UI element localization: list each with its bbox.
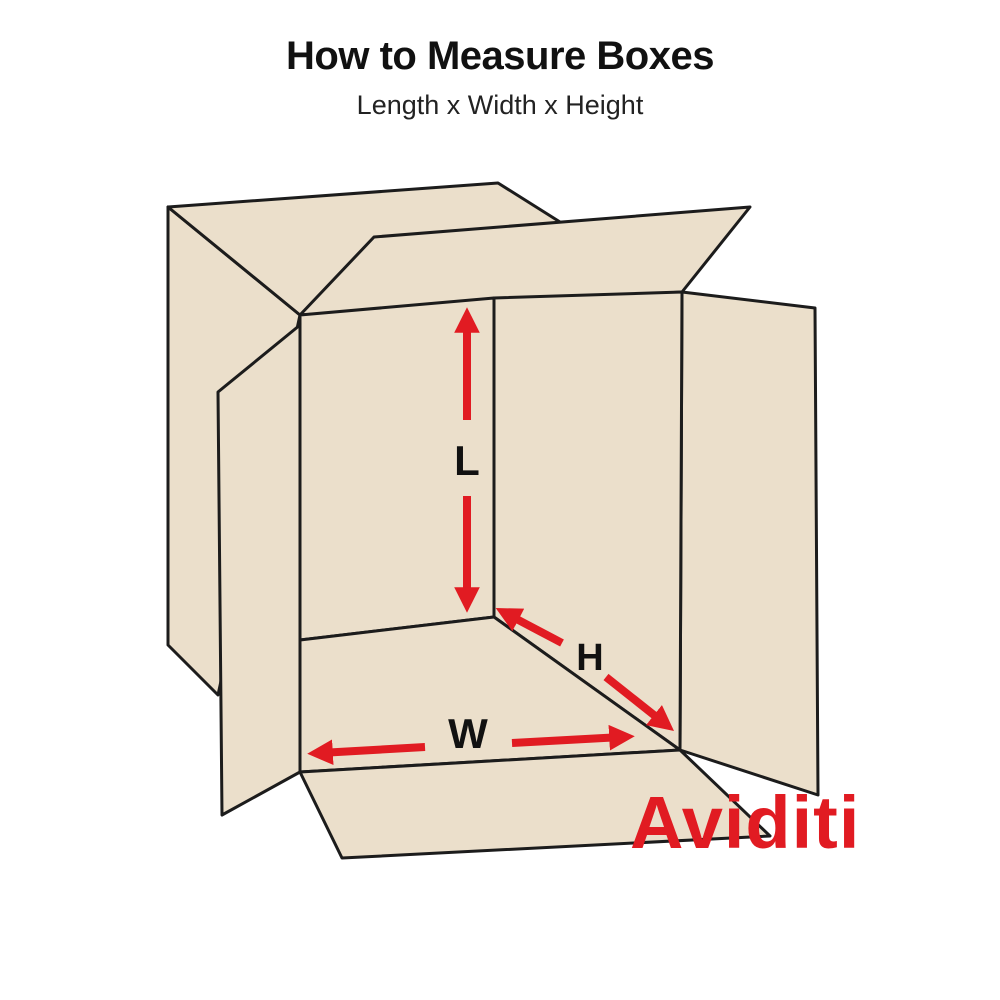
height-arrow-upper: [495, 608, 564, 647]
width-arrow-right: [511, 724, 635, 751]
width-arrow-left: [307, 739, 426, 766]
width-label: W: [448, 710, 488, 757]
front-bottom-flap: [298, 748, 772, 860]
brand-logo-text: Aviditi: [630, 781, 861, 864]
front-left-flap: [216, 323, 302, 817]
height-label: H: [576, 637, 603, 679]
height-arrow-lower: [603, 673, 675, 731]
page-title: How to Measure Boxes: [286, 34, 714, 78]
right-side-flap: [678, 290, 820, 797]
length-label: L: [454, 437, 480, 484]
page-subtitle: Length x Width x Height: [356, 90, 644, 120]
